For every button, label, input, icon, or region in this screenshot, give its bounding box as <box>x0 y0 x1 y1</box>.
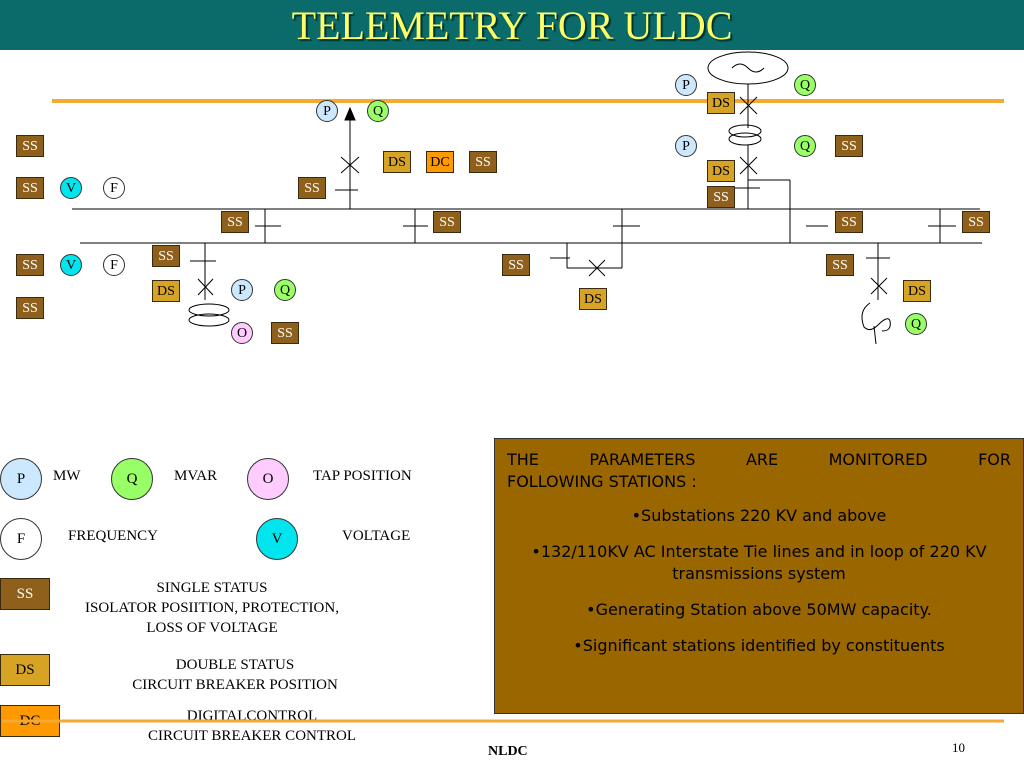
ss-label: SS <box>221 211 249 233</box>
transformer-feeder-left <box>188 243 230 327</box>
footer-org: NLDC <box>488 744 528 759</box>
q-marker: Q <box>905 313 927 335</box>
ds-label: DS <box>152 280 180 302</box>
p-marker: P <box>675 135 697 157</box>
bus-coupler-left <box>255 209 428 243</box>
q-marker: Q <box>367 100 389 122</box>
ss-label: SS <box>502 254 530 276</box>
legend-ss-symbol: SS <box>0 578 50 610</box>
feeder-middle <box>550 209 640 277</box>
legend-ds-symbol: DS <box>0 654 50 686</box>
legend-ss-line2: ISOLATOR POSIITION, PROTECTION, <box>85 600 339 616</box>
legend-f-symbol: F <box>0 518 42 560</box>
legend-p-text: MW <box>53 468 81 484</box>
legend-v-text: VOLTAGE <box>342 528 411 544</box>
info-item: •Significant stations identified by cons… <box>573 636 945 655</box>
ds-label: DS <box>707 160 735 182</box>
f-marker: F <box>103 254 125 276</box>
ss-label: SS <box>826 254 854 276</box>
feeder-right <box>861 243 891 345</box>
legend-ds-line2: CIRCUIT BREAKER POSITION <box>132 677 338 693</box>
legend-p-symbol: P <box>0 458 42 500</box>
ds-label: DS <box>383 151 411 173</box>
legend-ss-description: SINGLE STATUS ISOLATOR POSIITION, PROTEC… <box>52 578 372 638</box>
v-marker: V <box>60 177 82 199</box>
ss-label: SS <box>271 322 299 344</box>
legend-q-text: MVAR <box>174 468 218 484</box>
ss-label: SS <box>16 177 44 199</box>
legend-ds-line1: DOUBLE STATUS <box>175 657 295 673</box>
p-marker: P <box>675 74 697 96</box>
legend-dc-symbol: DC <box>0 705 60 737</box>
q-marker: Q <box>794 135 816 157</box>
ss-label: SS <box>298 177 326 199</box>
legend-v-symbol: V <box>256 518 298 560</box>
slide-title: TELEMETRY FOR ULDC <box>291 3 733 48</box>
legend-o-symbol: O <box>247 458 289 500</box>
ss-label: SS <box>152 245 180 267</box>
ds-label: DS <box>579 288 607 310</box>
legend-ss-line3: LOSS OF VOLTAGE <box>146 620 278 636</box>
legend-ds-description: DOUBLE STATUS CIRCUIT BREAKER POSITION <box>80 655 390 695</box>
info-item: •Generating Station above 50MW capacity. <box>586 600 932 619</box>
info-heading-line1: THE PARAMETERS ARE MONITORED FOR <box>507 450 1011 469</box>
page-number: 10 <box>952 740 965 755</box>
q-marker: Q <box>274 279 296 301</box>
ss-label: SS <box>433 211 461 233</box>
legend-dc-line1: DIGITALCONTROL <box>186 708 318 724</box>
o-marker: O <box>231 322 253 344</box>
ss-label: SS <box>16 297 44 319</box>
f-marker: F <box>103 177 125 199</box>
ss-label: SS <box>16 135 44 157</box>
legend-dc-description: DIGITALCONTROL CIRCUIT BREAKER CONTROL <box>112 706 392 746</box>
legend-q-symbol: Q <box>111 458 153 500</box>
q-marker: Q <box>794 74 816 96</box>
p-marker: P <box>231 279 253 301</box>
dc-label: DC <box>426 151 454 173</box>
bus-coupler-right <box>928 209 956 243</box>
feeder-arrow <box>335 106 360 209</box>
ds-label: DS <box>903 280 931 302</box>
ss-label: SS <box>962 211 990 233</box>
ss-label: SS <box>835 135 863 157</box>
info-heading-line2: FOLLOWING STATIONS : <box>507 472 697 491</box>
info-item: •132/110KV AC Interstate Tie lines and i… <box>531 542 987 583</box>
ds-label: DS <box>707 92 735 114</box>
p-marker: P <box>316 100 338 122</box>
v-marker: V <box>60 254 82 276</box>
legend-f-text: FREQUENCY <box>68 528 159 544</box>
generator-feeder <box>707 51 828 243</box>
legend-o-text: TAP POSITION <box>313 468 412 484</box>
ss-label: SS <box>707 186 735 208</box>
legend-ss-line1: SINGLE STATUS <box>156 580 268 596</box>
legend-dc-line2: CIRCUIT BREAKER CONTROL <box>147 728 357 744</box>
ss-label: SS <box>16 254 44 276</box>
ss-label: SS <box>469 151 497 173</box>
monitored-stations-panel: THE PARAMETERS ARE MONITORED FOR FOLLOWI… <box>494 438 1024 714</box>
ss-label: SS <box>835 211 863 233</box>
info-item: •Substations 220 KV and above <box>631 506 887 525</box>
title-bar <box>0 0 1024 50</box>
